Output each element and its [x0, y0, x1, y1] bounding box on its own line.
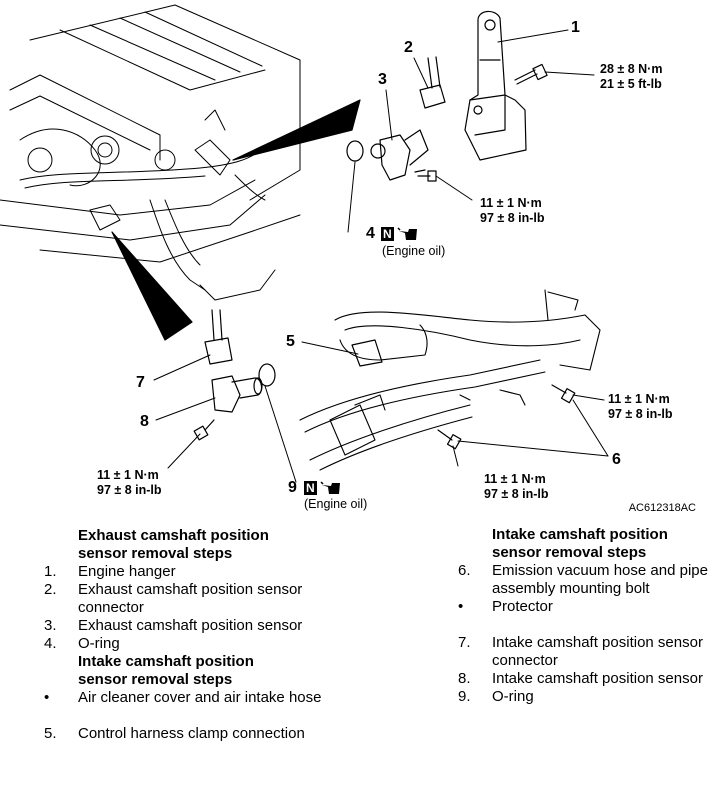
oil-note-4: (Engine oil) — [382, 244, 446, 258]
intake-sensor-drawing — [211, 375, 263, 413]
left-steps-column: Exhaust camshaft position sensor removal… — [44, 527, 334, 743]
torque-metric: 11 ± 1 N·m — [484, 472, 546, 486]
step-text: Protector — [492, 598, 553, 615]
step-bullet: • — [458, 598, 464, 615]
oil-can-icon — [320, 481, 340, 494]
intake-steps-heading: Intake camshaft position sensor removal … — [44, 653, 334, 689]
callout-7: 7 — [136, 374, 145, 391]
step-text: Air cleaner cover and air intake hose — [78, 689, 322, 706]
step-text: O-ring — [492, 688, 534, 705]
callout-6: 6 — [612, 451, 621, 468]
new-part-badge: N — [304, 481, 317, 495]
new-part-badge: N — [381, 227, 394, 241]
torque-exhaust-sensor: 11 ± 1 N·m 97 ± 8 in-lb — [480, 196, 545, 226]
oil-badge-4: N — [377, 226, 419, 244]
exhaust-oring-drawing — [346, 140, 364, 162]
intake-pipe-assembly-drawing — [299, 289, 601, 471]
exhaust-step: 2. Exhaust camshaft position sensor conne… — [44, 581, 334, 617]
callout-2: 2 — [404, 39, 413, 56]
intake-step: • Air cleaner cover and air intake hose — [44, 689, 334, 707]
heading-line: Intake camshaft position — [78, 653, 254, 670]
intake-connector-drawing — [204, 309, 233, 365]
engine-overview-drawing — [0, 4, 301, 301]
engine-hanger-drawing — [464, 10, 527, 161]
torque-engine-hanger: 28 ± 8 N·m 21 ± 5 ft-lb — [600, 62, 662, 92]
step-number: 7. — [458, 634, 471, 651]
torque-imperial: 97 ± 8 in-lb — [480, 211, 545, 225]
torque-imperial: 97 ± 8 in-lb — [97, 483, 162, 497]
heading-line: sensor removal steps — [78, 671, 233, 688]
callout-1: 1 — [571, 19, 580, 36]
exhaust-sensor-bolt-drawing — [417, 170, 437, 182]
figure-drawing — [0, 4, 609, 483]
step-text: Control harness clamp connection — [78, 725, 305, 742]
step-text: Exhaust camshaft position sensor — [78, 617, 303, 634]
torque-metric: 11 ± 1 N·m — [608, 392, 670, 406]
hanger-bolt-drawing — [514, 63, 548, 85]
callout-3: 3 — [378, 71, 387, 88]
step-number: 2. — [44, 581, 57, 598]
oil-badge-9: N — [300, 480, 342, 498]
intake-step: 9. O-ring — [458, 688, 720, 706]
torque-intake-sensor: 11 ± 1 N·m 97 ± 8 in-lb — [97, 468, 162, 498]
exhaust-step: 4. O-ring — [44, 635, 334, 653]
harness-clamp-drawing — [351, 339, 383, 367]
torque-imperial: 97 ± 8 in-lb — [608, 407, 673, 421]
step-text: Intake camshaft position sensor connecto… — [492, 634, 703, 669]
intake-sensor-bolt-drawing — [193, 419, 215, 441]
callout-9: 9 — [288, 479, 297, 496]
step-text: Emission vacuum hose and pipe assembly m… — [492, 562, 708, 597]
torque-metric: 11 ± 1 N·m — [480, 196, 542, 210]
intake-step: 5. Control harness clamp connection — [44, 725, 334, 743]
intake-step: 6. Emission vacuum hose and pipe assembly… — [458, 562, 720, 598]
leader-lines — [153, 29, 609, 483]
torque-imperial: 21 ± 5 ft-lb — [600, 77, 662, 91]
step-text: Engine hanger — [78, 563, 176, 580]
torque-metric: 28 ± 8 N·m — [600, 62, 663, 76]
exhaust-steps-heading: Exhaust camshaft position sensor removal… — [44, 527, 334, 563]
torque-metric: 11 ± 1 N·m — [97, 468, 159, 482]
exploded-view-figure: 1 2 3 4 5 6 7 8 9 28 ± 8 N·m 21 ± 5 ft-l… — [0, 4, 696, 514]
torque-protector-bolt: 11 ± 1 N·m 97 ± 8 in-lb — [608, 392, 673, 422]
step-text: O-ring — [78, 635, 120, 652]
intake-step: • Protector — [458, 598, 720, 616]
oil-note-9: (Engine oil) — [304, 497, 368, 511]
zoom-wedge-lower — [111, 231, 193, 341]
exhaust-step: 1. Engine hanger — [44, 563, 334, 581]
step-number: 9. — [458, 688, 471, 705]
step-number: 1. — [44, 563, 57, 580]
oil-can-icon — [397, 227, 417, 240]
intake-step: 8. Intake camshaft position sensor — [458, 670, 720, 688]
heading-line: Intake camshaft position — [492, 526, 668, 543]
zoom-wedge-upper — [232, 99, 361, 161]
step-bullet: • — [44, 689, 50, 706]
emission-bolts-drawing — [437, 384, 576, 450]
callout-8: 8 — [140, 413, 149, 430]
step-text: Exhaust camshaft position sensor connect… — [78, 581, 303, 616]
exhaust-sensor-drawing — [370, 129, 429, 181]
exhaust-connector-drawing — [419, 56, 446, 109]
intake-steps-heading-cont: Intake camshaft position sensor removal … — [458, 526, 720, 562]
step-number: 8. — [458, 670, 471, 687]
right-steps-column: Intake camshaft position sensor removal … — [458, 526, 720, 706]
step-number: 5. — [44, 725, 57, 742]
step-text: Intake camshaft position sensor — [492, 670, 703, 687]
torque-emission-bolt: 11 ± 1 N·m 97 ± 8 in-lb — [484, 472, 549, 502]
figure-code: AC612318AC — [628, 502, 696, 514]
torque-imperial: 97 ± 8 in-lb — [484, 487, 549, 501]
callout-4: 4 — [366, 225, 375, 242]
step-number: 4. — [44, 635, 57, 652]
heading-line: sensor removal steps — [492, 544, 647, 561]
exhaust-step: 3. Exhaust camshaft position sensor — [44, 617, 334, 635]
heading-line: Exhaust camshaft position — [78, 527, 269, 544]
step-number: 6. — [458, 562, 471, 579]
heading-line: sensor removal steps — [78, 545, 233, 562]
step-number: 3. — [44, 617, 57, 634]
intake-oring-drawing — [258, 363, 276, 387]
intake-step: 7. Intake camshaft position sensor connec… — [458, 634, 720, 670]
callout-5: 5 — [286, 333, 295, 350]
